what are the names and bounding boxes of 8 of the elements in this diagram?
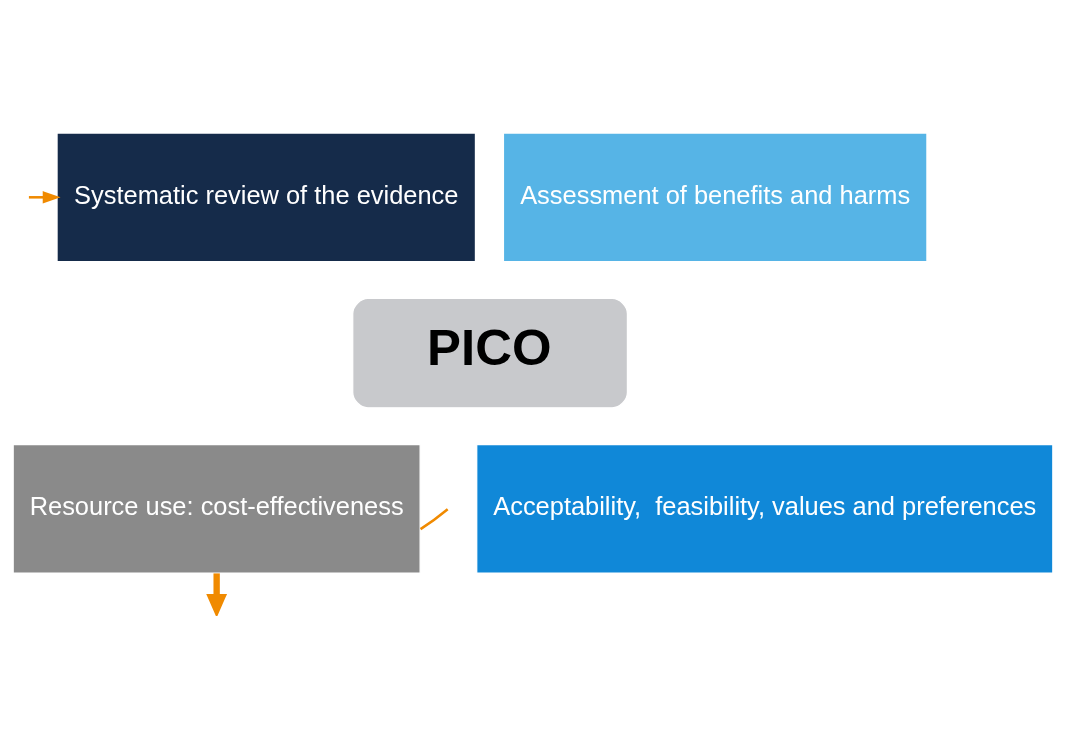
node-box: PICO (352, 297, 629, 408)
arrow (28, 190, 61, 204)
node-box: Resource use: cost-effectiveness (12, 443, 421, 574)
node-box: Systematic review of the evidence (56, 131, 477, 262)
node-box: Assessment of benefits and harms (502, 131, 928, 262)
node-box: Acceptability, feasibility, values and preferences (476, 443, 1054, 574)
arrow (206, 572, 228, 616)
connector (419, 507, 449, 530)
